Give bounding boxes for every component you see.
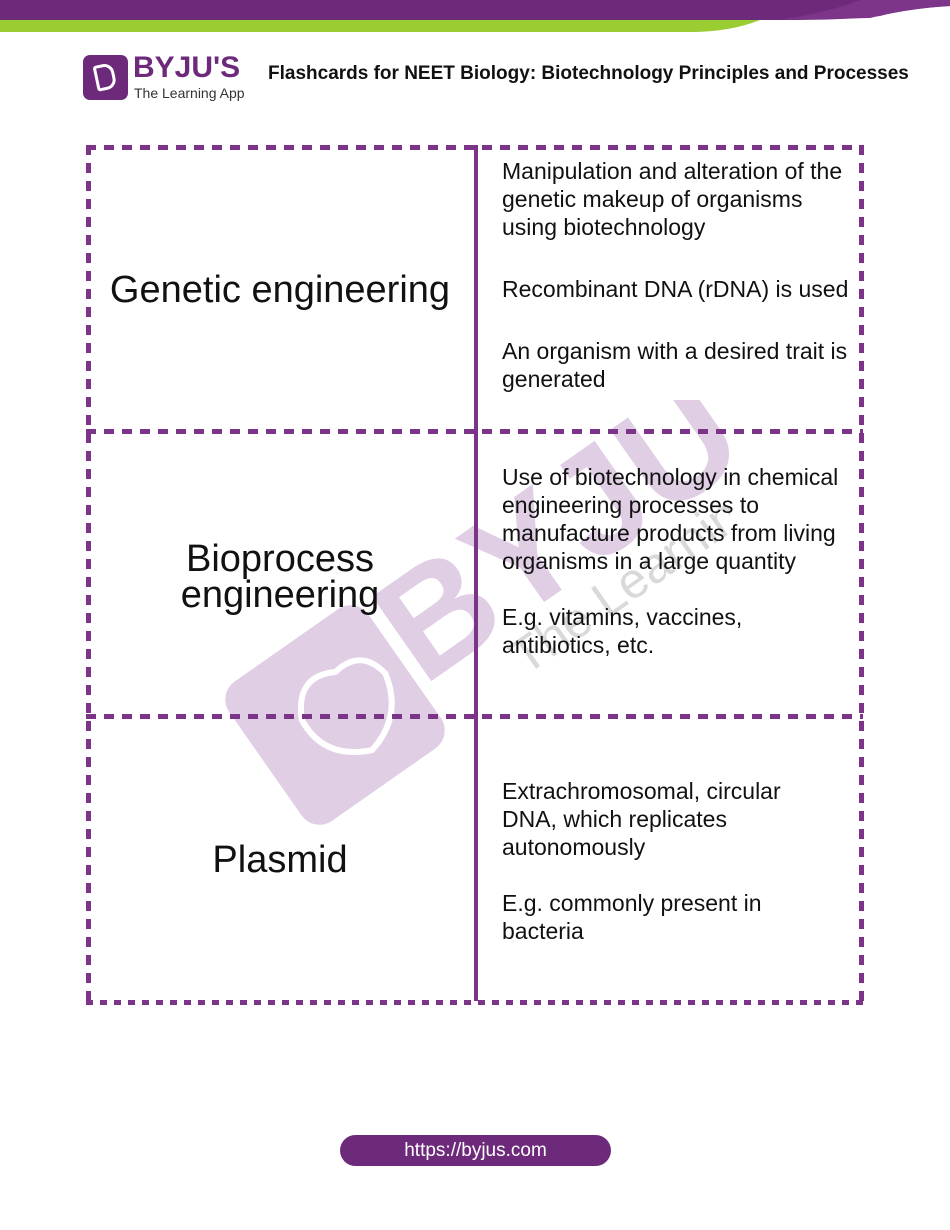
header-band-graphic — [0, 0, 950, 32]
row-separator-2 — [86, 714, 863, 719]
footer-url-link[interactable]: https://byjus.com — [340, 1135, 611, 1166]
logo-wordmark: BYJU'S — [133, 51, 241, 84]
byjus-b-icon — [83, 55, 128, 100]
card-term: Genetic engineering — [109, 268, 451, 311]
card-definitions: Manipulation and alteration of the genet… — [502, 157, 862, 393]
definition-text: E.g. commonly present in bacteria — [502, 890, 762, 944]
border-bottom — [86, 1000, 863, 1005]
row-separator-1 — [86, 429, 863, 434]
definition-text: Use of biotechnology in chemical enginee… — [502, 464, 839, 574]
card-term-text: Bioprocess engineering — [180, 537, 380, 616]
definition-text: An organism with a desired trait is gene… — [502, 338, 848, 392]
border-top — [86, 145, 863, 150]
definition-text: Manipulation and alteration of the genet… — [502, 158, 843, 240]
definition-text: E.g. vitamins, vaccines, antibiotics, et… — [502, 604, 743, 658]
header-bands — [0, 0, 950, 34]
definition-text: Extrachromosomal, circular DNA, which re… — [502, 778, 781, 860]
logo-subtitle: The Learning App — [134, 85, 245, 101]
card-definitions: Extrachromosomal, circular DNA, which re… — [502, 777, 862, 945]
card-definitions: Use of biotechnology in chemical enginee… — [502, 463, 862, 659]
card-term: Bioprocess engineering — [86, 434, 474, 719]
card-term: Plasmid — [212, 839, 348, 881]
definition-text: Recombinant DNA (rDNA) is used — [502, 276, 849, 302]
byjus-logo[interactable]: BYJU'S The Learning App — [83, 51, 245, 103]
column-divider — [474, 145, 478, 1001]
document-title: Flashcards for NEET Biology: Biotechnolo… — [268, 63, 909, 84]
flashcard-table: Genetic engineering Manipulation and alt… — [86, 145, 864, 1005]
